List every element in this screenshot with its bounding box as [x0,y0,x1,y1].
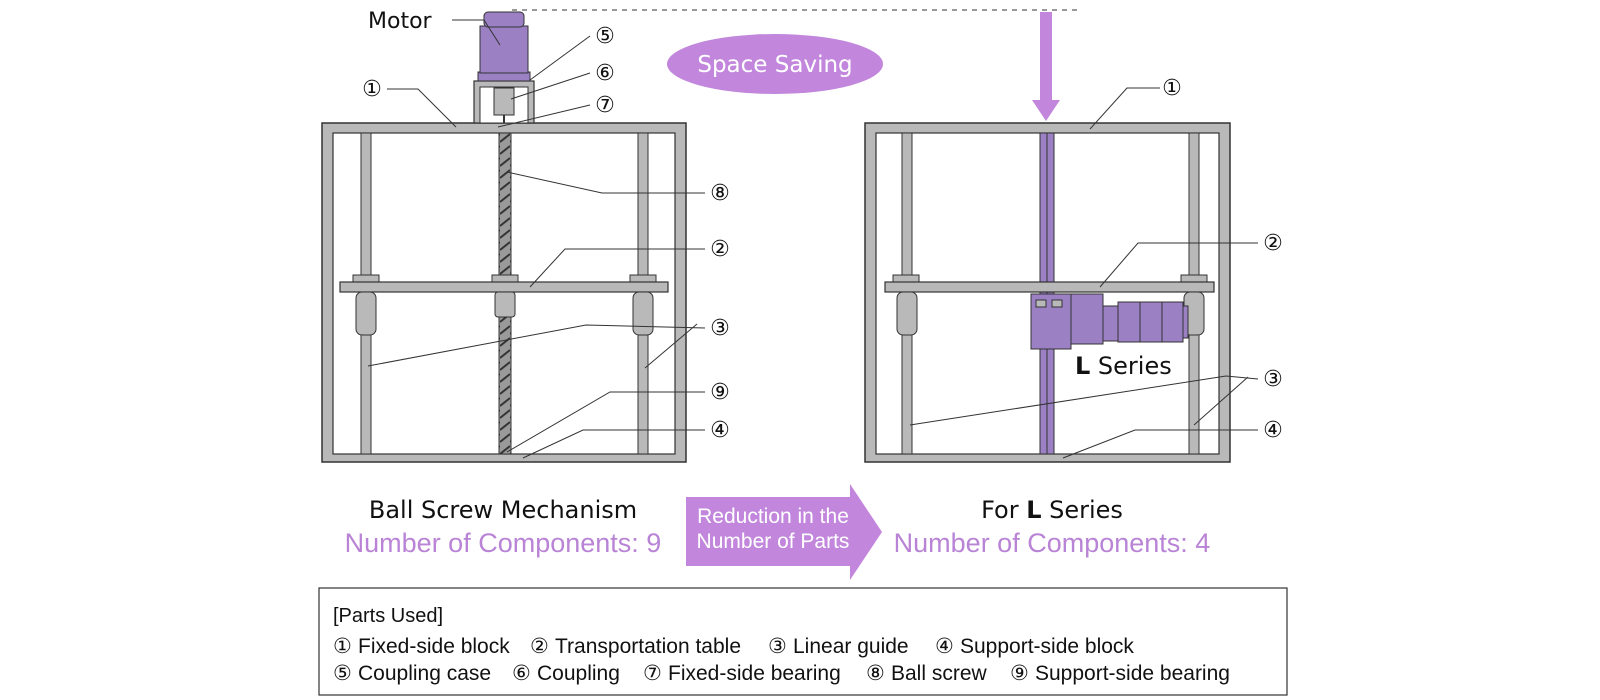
legend-box [318,587,1288,696]
right-component-count: Number of Components: 4 [894,528,1211,558]
marker-7: ⑦ [595,93,615,118]
right-bushing-a [896,291,918,336]
left-title: Ball Screw Mechanism [369,496,637,524]
marker-6: ⑥ [595,61,615,86]
down-arrow [1032,12,1060,121]
l-series-product-label: L Series [1075,352,1172,380]
ball-screw-assembly [321,11,687,463]
l-series-assembly [864,122,1231,463]
marker-4-right: ④ [1263,418,1283,443]
legend-title: [Parts Used] [333,605,443,627]
marker-2-left: ② [710,237,730,262]
l-series-motor-unit [1030,293,1189,350]
reduction-line-1: Reduction in the [697,505,849,528]
space-saving-label: Space Saving [697,52,852,78]
reduction-arrow: Reduction in the Number of Parts [686,484,882,580]
left-bushing-a [355,291,377,336]
motor-cap [483,11,525,28]
left-leader-lines [367,35,706,459]
space-saving-bubble [667,34,883,94]
left-bushing-b [632,291,654,336]
marker-1-right: ① [1162,76,1182,101]
left-transportation-table [339,281,669,293]
marker-3-left: ③ [710,316,730,341]
marker-5: ⑤ [595,24,615,49]
marker-8: ⑧ [710,181,730,206]
right-part-markers: ① ② ③ ④ [1162,76,1283,443]
motor-label: Motor [368,9,433,34]
right-title: For L Series [981,496,1123,524]
coupling [493,87,515,116]
marker-1-left: ① [362,77,382,102]
left-component-count: Number of Components: 9 [345,528,662,558]
reduction-line-2: Number of Parts [697,530,850,553]
marker-2-right: ② [1263,231,1283,256]
right-transportation-table [884,281,1215,293]
marker-4-left: ④ [710,418,730,443]
left-part-markers: ① ⑤ ⑥ ⑦ ⑧ ② ③ ⑨ ④ [362,24,730,443]
left-screw-nut [494,291,516,318]
marker-3-right: ③ [1263,367,1283,392]
motor-body [479,25,529,74]
right-leader-lines [909,87,1259,459]
marker-9: ⑨ [710,380,730,405]
